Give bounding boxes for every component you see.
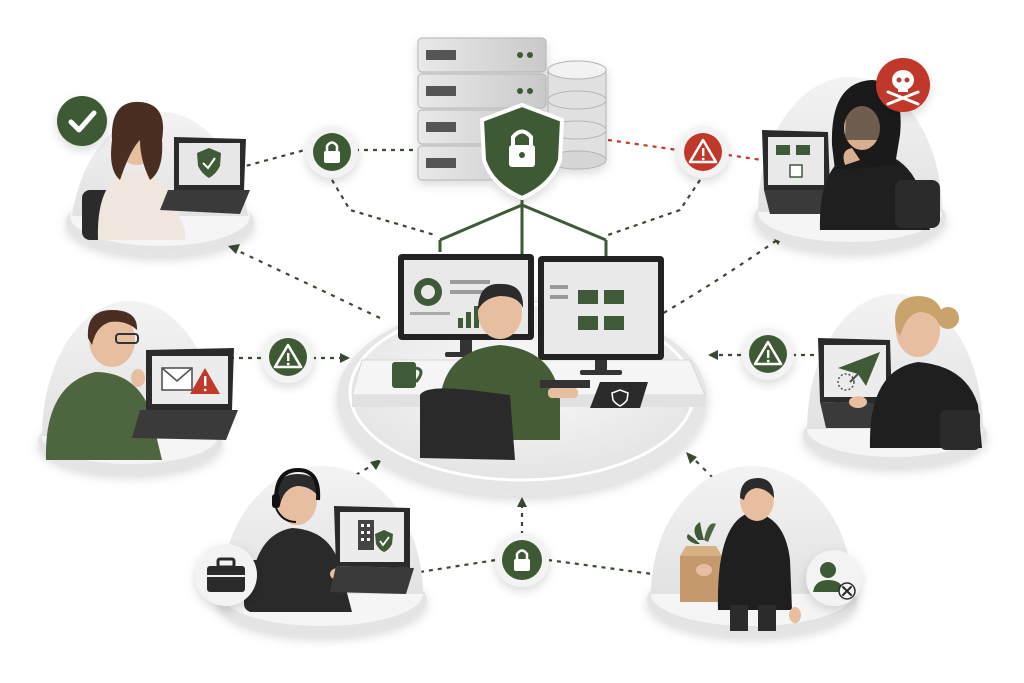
lock-icon: [324, 141, 340, 163]
shield-lock-icon: [479, 102, 565, 201]
database-icon: [547, 60, 607, 170]
monitor-folders-icon: [538, 256, 664, 375]
arrowhead-departing-hub: [686, 452, 697, 464]
laptop-email-warning-icon: [132, 348, 238, 440]
warning-red: [677, 126, 729, 178]
lock-left: [306, 126, 358, 178]
headset-icon: [272, 467, 321, 523]
arrowhead-hub-right: [708, 350, 718, 360]
lock-icon: [514, 549, 530, 571]
warning-left: [262, 331, 314, 383]
tablet-shield-icon: [590, 382, 648, 408]
connector-line-warning-hacker: [727, 153, 763, 162]
connector-line-departing-hub: [689, 454, 721, 486]
keyboard: [540, 380, 590, 388]
check-badge-icon: [57, 96, 107, 146]
connector-line-server-hub-right: [521, 203, 607, 242]
approved-user: [57, 96, 254, 256]
warning-icon: [273, 343, 303, 369]
departing-employee: [647, 466, 862, 636]
connector-line-remote-lock: [419, 558, 497, 574]
arrowhead-remote-hub: [370, 459, 382, 470]
connector-line-warning-hub: [607, 179, 701, 237]
mug-icon: [392, 362, 423, 388]
laptop-paper-plane-icon: [818, 338, 896, 428]
laptop-shield-icon: [160, 137, 250, 214]
connector-line-hub-approved-user: [231, 247, 381, 319]
monitor-chart-icon: [398, 254, 534, 357]
box-plant-icon: [680, 522, 722, 602]
hacker: [754, 58, 946, 252]
connector-line-hub-hacker: [654, 237, 781, 319]
connector-line-lock-hub: [331, 179, 436, 237]
phishing-target: [38, 301, 238, 474]
server-stack: [417, 37, 607, 201]
skull-crossbones-icon: [876, 58, 930, 112]
connector-line-server-hub-left: [439, 203, 523, 242]
connector-line-lock-departing: [547, 558, 661, 577]
arrowhead-bottom-hub: [517, 497, 527, 507]
lock-bottom: [495, 533, 549, 587]
connector-line-top-left: [237, 148, 306, 170]
arrowhead-approved-user: [228, 244, 240, 254]
laptop-folders-icon: [762, 130, 834, 214]
lock-icon: [753, 340, 783, 366]
briefcase-icon: [195, 544, 257, 606]
chair: [420, 388, 515, 460]
lock-right: [742, 328, 794, 380]
connector-line-server-warning-red: [607, 138, 679, 152]
remote-worker: [195, 466, 427, 636]
warning-icon: [688, 138, 718, 164]
laptop-building-check-icon: [330, 506, 414, 594]
security-admin: [337, 254, 707, 496]
arrowhead-hub-left: [340, 353, 350, 363]
connector-lines: [230, 138, 820, 577]
user-remove-icon: [806, 550, 862, 606]
file-sender: [803, 294, 987, 467]
